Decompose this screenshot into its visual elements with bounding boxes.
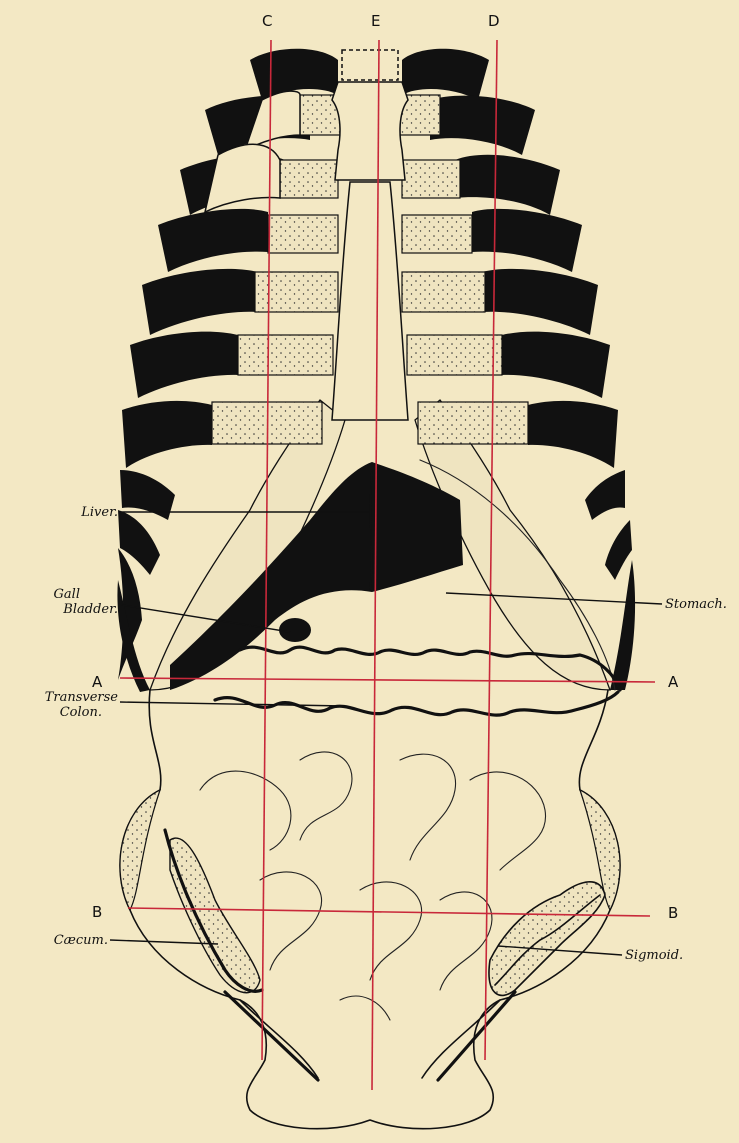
liver-label: Liver.: [80, 505, 118, 520]
label-C: C: [262, 12, 272, 30]
stomach-label: Stomach.: [665, 597, 727, 612]
label-E: E: [371, 12, 380, 30]
sigmoid-label: Sigmoid.: [625, 948, 683, 963]
label-B-left: B: [92, 903, 102, 921]
caecum-label: Cæcum.: [54, 933, 108, 948]
sigmoid: [489, 882, 605, 996]
gall-bladder-label-line1: Gall: [54, 587, 80, 602]
transverse-colon-label-line1: Transverse: [45, 690, 119, 705]
label-A-left: A: [92, 673, 103, 691]
transverse-colon-label-line2: Colon.: [60, 705, 102, 720]
sternum: [332, 50, 408, 420]
gall-bladder-shape: [279, 618, 311, 642]
gall-bladder-label-line2: Bladder.: [62, 602, 118, 617]
caecum: [165, 830, 262, 993]
label-A-right: A: [668, 673, 679, 691]
label-B-right: B: [668, 904, 678, 922]
label-D: D: [488, 12, 500, 30]
